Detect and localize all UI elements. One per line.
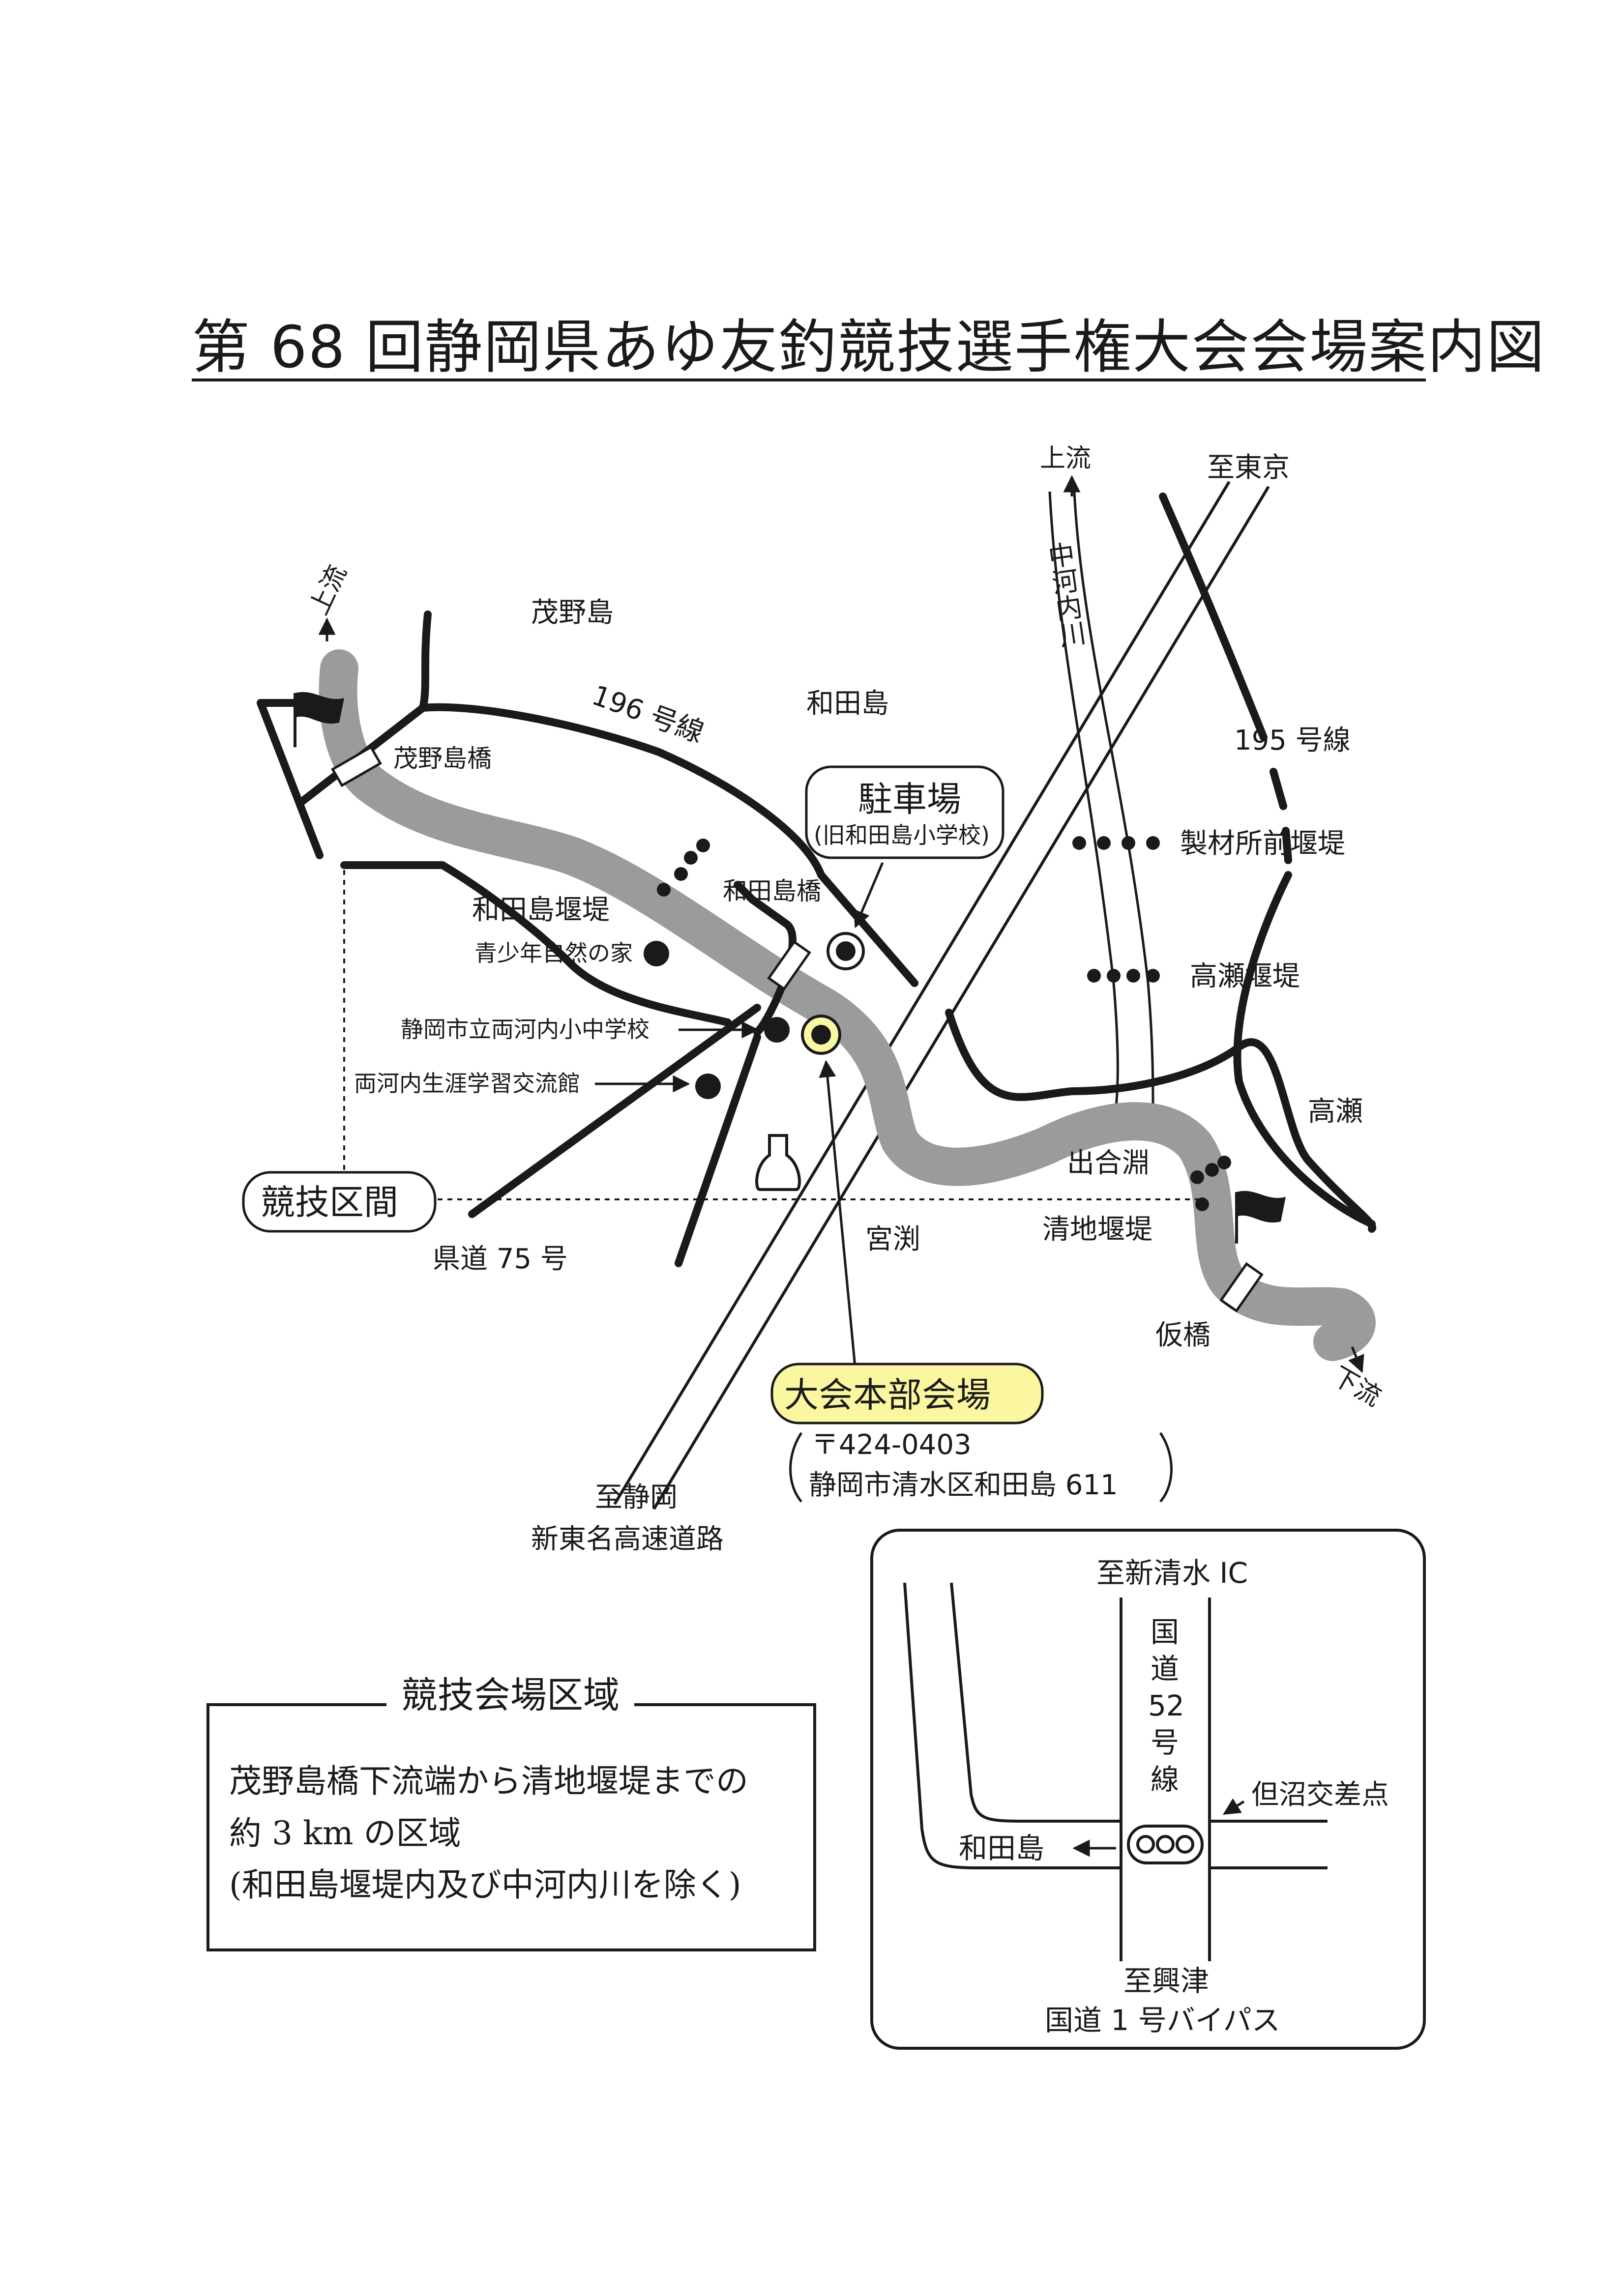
nakagouchi-river xyxy=(1048,491,1154,1106)
inset-tadanuma: 但沼交差点 xyxy=(1251,1779,1389,1811)
label-wada-bridge: 和田島橋 xyxy=(723,877,821,905)
competition-area-line: 茂野島橋下流端から清地堰堤までの xyxy=(229,1762,748,1800)
label-youth-house: 青少年自然の家 xyxy=(474,940,633,966)
parking-subtitle: (旧和田島小学校) xyxy=(814,822,990,848)
inset-route52-1: 国 xyxy=(1151,1615,1179,1649)
inset-route52-5: 線 xyxy=(1151,1763,1179,1796)
route195-dashes xyxy=(1270,768,1292,864)
parking-marker xyxy=(827,932,865,970)
leader-arrows xyxy=(318,475,1364,1857)
label-school: 静岡市立両河内小中学校 xyxy=(401,1016,650,1043)
hq-callout-box xyxy=(770,1363,1044,1424)
expressway xyxy=(613,481,1270,1510)
hq-address-bracket-right xyxy=(1159,1432,1173,1503)
flask-icon xyxy=(755,1134,801,1191)
label-shigeno-bridge: 茂野島橋 xyxy=(393,744,492,773)
bridge-icons xyxy=(331,745,1264,1313)
facility-dots xyxy=(644,941,790,1099)
weir-dots xyxy=(657,836,1231,1211)
competition-area-body: 茂野島橋下流端から清地堰堤までの 約 3 km の区域 (和田島堰堤内及び中河内… xyxy=(229,1755,794,1911)
label-takase: 高瀬 xyxy=(1308,1096,1363,1128)
label-miyabuchi: 宮渕 xyxy=(865,1223,920,1255)
parking-title: 駐車場 xyxy=(858,779,961,819)
hq-marker xyxy=(801,1015,841,1055)
competition-area-line: 約 3 km の区域 xyxy=(229,1814,461,1852)
section-dotted-lines xyxy=(343,870,1200,1200)
hq-address: 静岡市清水区和田島 611 xyxy=(809,1469,1118,1501)
inset-route52-4: 号 xyxy=(1151,1726,1179,1759)
hq-address-bracket-left xyxy=(789,1432,803,1503)
hq-label: 大会本部会場 xyxy=(784,1375,991,1415)
inset-route52-3: 52 xyxy=(1148,1689,1184,1722)
parking-callout-box xyxy=(805,765,1004,859)
label-seizai-weir: 製材所前堰堤 xyxy=(1180,828,1345,860)
section-label: 競技区間 xyxy=(261,1182,398,1222)
label-upstream-right: 上流 xyxy=(1040,444,1091,473)
label-pref75: 県道 75 号 xyxy=(433,1243,568,1275)
label-route195: 195 号線 xyxy=(1234,725,1351,756)
page-title: 第 68 回静岡県あゆ友釣競技選手権大会会場案内図 xyxy=(192,313,1546,381)
competition-area-line: (和田島堰堤内及び中河内川を除く) xyxy=(229,1866,741,1904)
label-kiyoji-weir: 清地堰堤 xyxy=(1042,1214,1152,1246)
label-takase-weir: 高瀬堰堤 xyxy=(1190,960,1300,992)
inset-roads xyxy=(903,1582,1328,1961)
title-underline xyxy=(192,378,1426,381)
section-callout-box xyxy=(242,1171,437,1233)
inset-to-okitsu: 至興津 xyxy=(1123,1964,1209,1998)
label-hall: 両河内生涯学習交流館 xyxy=(354,1070,580,1097)
inset-map xyxy=(870,1529,1426,2050)
label-expressway: 新東名高速道路 xyxy=(531,1523,724,1555)
label-temp-bridge: 仮橋 xyxy=(1155,1319,1211,1351)
hq-postal: 〒424-0403 xyxy=(811,1429,972,1461)
label-to-shizuoka: 至静岡 xyxy=(595,1482,678,1513)
competition-area-box: 競技会場区域 茂野島橋下流端から清地堰堤までの 約 3 km の区域 (和田島堰… xyxy=(207,1666,816,1951)
inset-route52-2: 道 xyxy=(1151,1652,1179,1686)
flag-icons xyxy=(294,692,1286,1244)
roads xyxy=(257,493,1376,1267)
traffic-signal-icon xyxy=(1127,1825,1204,1864)
label-deai: 出合淵 xyxy=(1067,1147,1150,1179)
label-to-tokyo: 至東京 xyxy=(1207,452,1290,484)
label-shigeno-island: 茂野島 xyxy=(531,597,614,629)
inset-to-shinshimizu: 至新清水 IC xyxy=(1096,1556,1248,1590)
competition-area-title: 競技会場区域 xyxy=(386,1666,634,1718)
inset-bypass: 国道 1 号バイパス xyxy=(1045,2004,1280,2037)
inset-wada-island: 和田島 xyxy=(959,1831,1044,1865)
label-wada-island: 和田島 xyxy=(806,688,889,720)
label-wada-weir: 和田島堰堤 xyxy=(472,894,610,926)
